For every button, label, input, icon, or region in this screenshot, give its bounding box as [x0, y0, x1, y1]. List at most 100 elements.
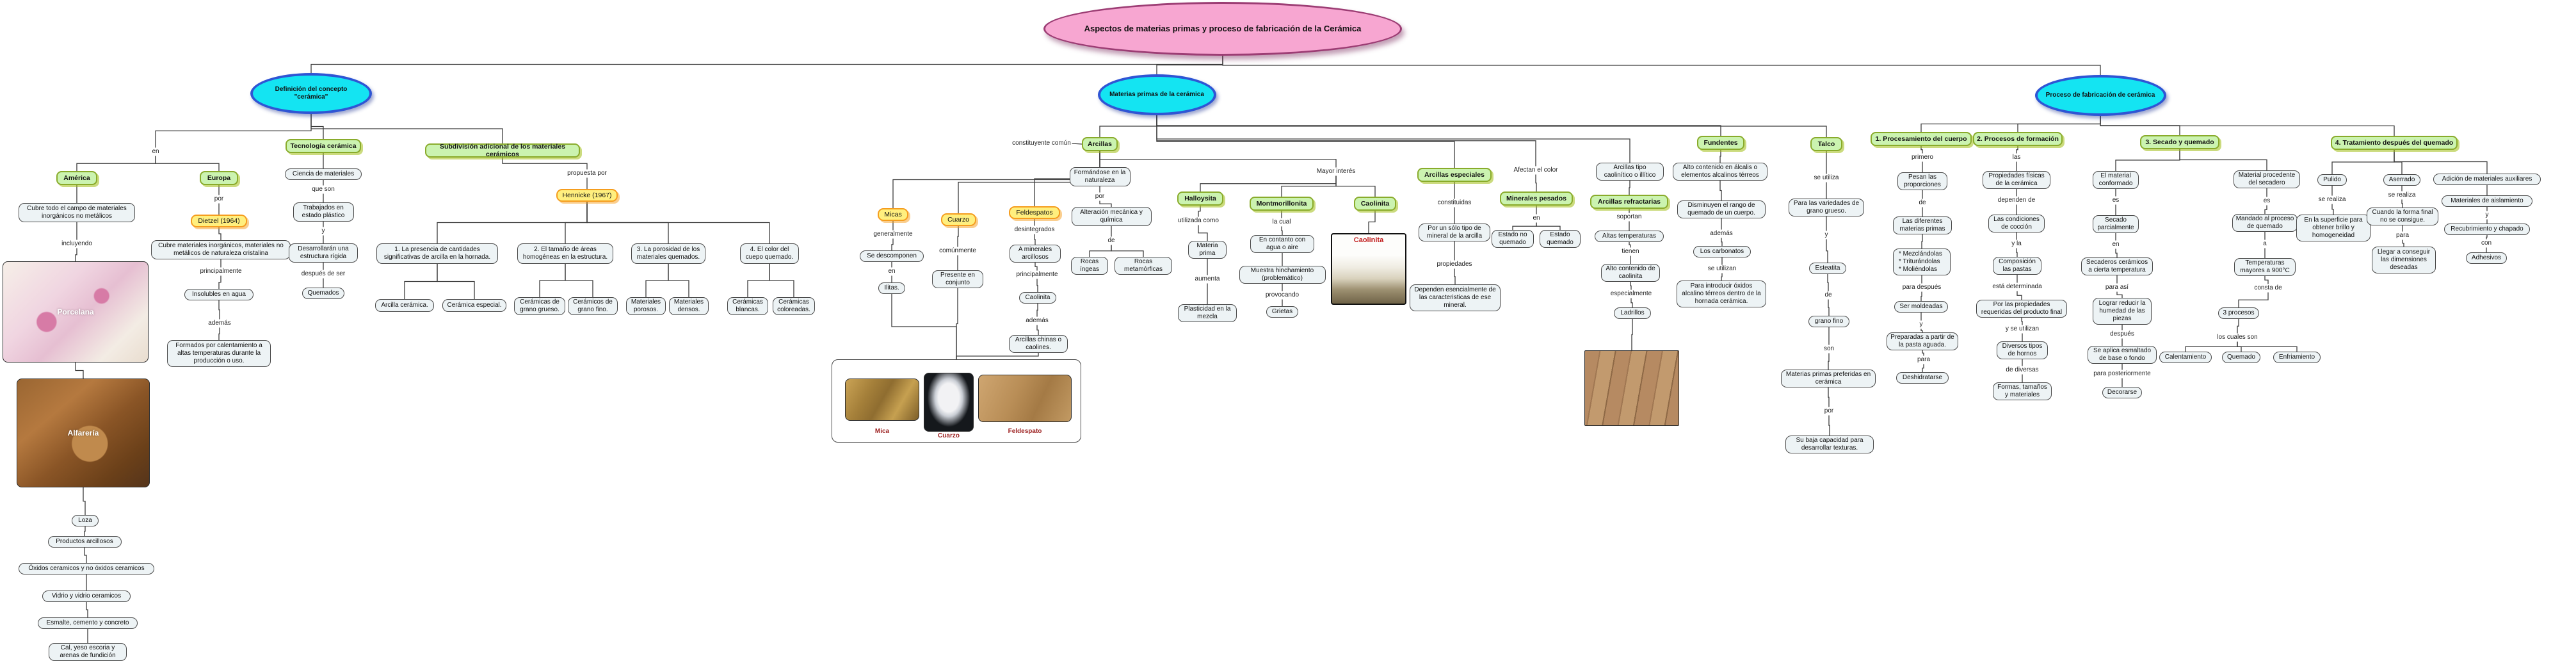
p-f3[interactable]: Arcillas chinas o caolines. — [1009, 335, 1068, 353]
p-pu2[interactable]: En la superficie para obtener brillo y h… — [2296, 215, 2371, 241]
p-mq3[interactable]: Temperaturas mayores a 900°C — [2234, 258, 2296, 276]
p-pf4[interactable]: Por las propiedades requeridas del produ… — [1976, 300, 2067, 318]
y-hennicke[interactable]: Hennicke (1967) — [556, 189, 618, 202]
g-p2[interactable]: 2. Procesos de formación — [1973, 132, 2063, 146]
p-sq1[interactable]: El material conformado — [2093, 171, 2139, 189]
p-s2[interactable]: 2. El tamaño de áreas homogéneas en la e… — [517, 243, 613, 264]
p-s4[interactable]: 4. El color del cuepo quemado. — [740, 243, 799, 264]
p-s3b[interactable]: Materiales densos. — [669, 297, 709, 315]
p-ta2[interactable]: Esteatita — [1809, 263, 1846, 274]
g-caolinita[interactable]: Caolinita — [1354, 197, 1396, 211]
p-ae2[interactable]: Dependen esencialmente de las caracteris… — [1410, 284, 1501, 311]
y-micas[interactable]: Micas — [878, 208, 908, 221]
p-h2[interactable]: Plasticidad en la mezcla — [1178, 304, 1237, 322]
p-pf5[interactable]: Diversos tipos de hornos — [1997, 341, 2048, 359]
g-europa[interactable]: Europa — [200, 171, 238, 185]
p-ta4[interactable]: Materias primas preferidas en cerámica — [1781, 370, 1876, 387]
p-mq5[interactable]: Calentamiento — [2159, 352, 2212, 363]
p-mq2[interactable]: Mandado al proceso de quemado — [2232, 214, 2298, 232]
g-america[interactable]: América — [56, 171, 97, 185]
p-ad2[interactable]: Materiales de aislamiento — [2442, 195, 2532, 207]
g-fundentes[interactable]: Fundentes — [1697, 136, 1744, 150]
p-f2[interactable]: Caolinita — [1019, 292, 1056, 304]
y-felde[interactable]: Feldespatos — [1009, 206, 1060, 219]
p-s4a[interactable]: Cerámicas blancas. — [727, 297, 768, 315]
p-mq4[interactable]: 3 procesos — [2218, 307, 2259, 319]
p-pf1[interactable]: Propiedades físicas de la cerámica — [1983, 171, 2050, 189]
p-l5[interactable]: Cal, yeso escoria y arenas de fundición — [49, 643, 127, 661]
r1[interactable]: Aspectos de materias primas y proceso de… — [1043, 2, 1402, 56]
p-as3[interactable]: Llegar a conseguir las dimensiones desea… — [2372, 247, 2436, 273]
p-mq6[interactable]: Quemado — [2222, 352, 2260, 363]
p-eu3[interactable]: Formados por calentamiento a altas tempe… — [167, 340, 271, 367]
p-fu1[interactable]: Alto contenido en álcalis o elementos al… — [1673, 163, 1767, 181]
p-sq5[interactable]: Se aplica esmaltado de base o fondo — [2088, 346, 2157, 364]
p-h1[interactable]: Materia prima — [1188, 241, 1227, 259]
p-f1[interactable]: A minerales arcillosos — [1010, 245, 1061, 263]
p-pf3[interactable]: Composición las pastas — [1993, 257, 2041, 275]
e2[interactable]: Materias primas de la cerámica — [1097, 74, 1216, 115]
p-cu1[interactable]: Presente en conjunto — [932, 270, 983, 288]
p-mp1[interactable]: Estado no quemado — [1492, 230, 1534, 248]
p-s1a[interactable]: Arcilla cerámica. — [375, 299, 434, 312]
img-cuarzo[interactable] — [924, 373, 974, 432]
p-fu4[interactable]: Para introducir óxidos alcalino térreos … — [1677, 281, 1766, 307]
p-mp2[interactable]: Estado quemado — [1540, 230, 1581, 248]
p-rf1[interactable]: Altas temperaturas — [1595, 231, 1664, 242]
g-arcillas[interactable]: Arcillas — [1082, 137, 1118, 151]
p-l1[interactable]: Productos arcillosos — [47, 536, 122, 548]
p-s2a[interactable]: Cerámicas de grano grueso. — [514, 297, 565, 315]
p-eu2[interactable]: Insolubles en agua — [184, 289, 254, 300]
g-mont[interactable]: Montmorillonita — [1250, 197, 1314, 211]
p-mq1[interactable]: Material procedente del secadero — [2234, 170, 2300, 188]
p-ar4[interactable]: Rocas metamórficas — [1115, 257, 1172, 275]
p-sq2[interactable]: Secado parcialmente — [2093, 215, 2139, 233]
p-t3[interactable]: Desarrollarán una estructura rígida — [289, 243, 358, 263]
p-mi2[interactable]: Ilitas. — [878, 282, 905, 294]
p-ta5[interactable]: Su baja capacidad para desarrollar textu… — [1785, 436, 1874, 453]
p-l4[interactable]: Esmalte, cemento y concreto — [38, 617, 138, 629]
p-ad1[interactable]: Adición de materiales auxiliares — [2433, 174, 2541, 185]
p-s1b[interactable]: Cerámica especial. — [442, 299, 506, 312]
p-eu1[interactable]: Cubre materiales inorgánicos, materiales… — [151, 240, 291, 259]
p-sq6[interactable]: Decorarse — [2102, 387, 2142, 398]
p-ar2[interactable]: Alteración mecánica y química — [1071, 207, 1152, 226]
p-pf6[interactable]: Formas, tamaños y materiales — [1993, 382, 2052, 400]
p-as1[interactable]: Aserrado — [2383, 174, 2420, 186]
p-s2b[interactable]: Cerámicos de grano fino. — [568, 297, 618, 315]
g-p4[interactable]: 4. Tratamiento después del quemado — [2331, 136, 2458, 150]
p-fu2[interactable]: Disminuyen el rango de quemado de un cue… — [1677, 200, 1766, 218]
p-as2[interactable]: Cuando la forma final no se consigue. — [2367, 208, 2438, 225]
g-refract[interactable]: Arcillas refractarias — [1590, 195, 1668, 209]
g-tec[interactable]: Tecnología cerámica — [286, 139, 361, 153]
p-mi1[interactable]: Se descomponen — [860, 250, 924, 262]
y-dietzel[interactable]: Dietzel (1964) — [191, 215, 247, 227]
y-cuarzo[interactable]: Cuarzo — [940, 213, 976, 226]
g-p3[interactable]: 3. Secado y quemado — [2140, 135, 2219, 149]
p-pc4[interactable]: Ser moldeadas — [1894, 301, 1948, 313]
p-pu1[interactable]: Pulido — [2317, 174, 2347, 186]
p-ad4[interactable]: Adhesivos — [2466, 252, 2507, 264]
p-fu3[interactable]: Los carbonatos — [1693, 246, 1751, 257]
p-m1[interactable]: En contanto con agua o aire — [1250, 235, 1314, 253]
p-pc5[interactable]: Preparadas a partir de la pasta aguada. — [1887, 332, 1958, 350]
p-ae1[interactable]: Por un sólo tipo de mineral de la arcill… — [1419, 224, 1490, 241]
e3[interactable]: Proceso de fabricación de cerámica — [2034, 75, 2166, 116]
p-rf3[interactable]: Ladrillos — [1614, 307, 1651, 319]
g-p1[interactable]: 1. Procesamiento del cuerpo — [1871, 132, 1972, 146]
p-pc3[interactable]: * Mezclándolas * Triturándolas * Moliénd… — [1893, 248, 1951, 275]
p-mq7[interactable]: Enfriamiento — [2273, 352, 2321, 363]
p-pf2[interactable]: Las condiciones de cocción — [1988, 215, 2045, 232]
p-ta1[interactable]: Para las variedades de grano grueso. — [1789, 199, 1864, 216]
img-mica[interactable] — [845, 379, 919, 421]
p-pc1[interactable]: Pesan las proporciones — [1897, 172, 1947, 190]
p-ar1[interactable]: Formándose en la naturaleza — [1069, 167, 1131, 186]
p-m2[interactable]: Muestra hinchamiento (problemático) — [1239, 266, 1326, 284]
p-l2[interactable]: Óxidos ceramicos y no óxidos ceramicos — [19, 563, 154, 574]
e1[interactable]: Definición del concepto "cerámica" — [250, 73, 372, 114]
p-ar3[interactable]: Rocas íngeas — [1071, 257, 1108, 275]
p-t1[interactable]: Ciencia de materiales — [285, 168, 362, 180]
g-espec[interactable]: Arcillas especiales — [1417, 168, 1492, 182]
img-felde[interactable] — [978, 375, 1072, 422]
img-caolinita[interactable]: Caolinita — [1331, 233, 1406, 305]
